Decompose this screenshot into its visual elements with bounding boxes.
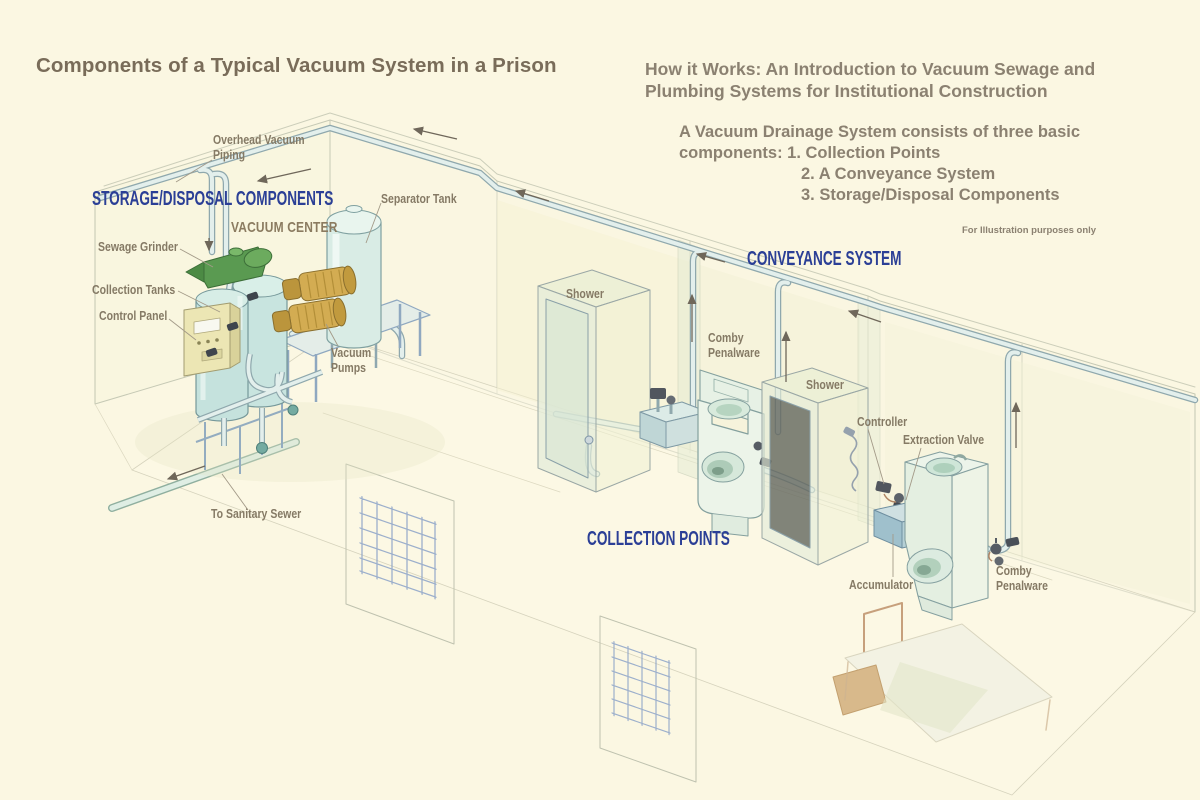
cell-door-1	[345, 463, 455, 645]
leader-separator-tank	[365, 202, 382, 244]
page-title: Components of a Typical Vacuum System in…	[36, 54, 557, 77]
leader-collection-tanks	[177, 290, 221, 313]
flow-arrow	[695, 252, 726, 263]
shower-stall-1	[537, 269, 651, 493]
label-sewage-grinder: Sewage Grinder	[98, 240, 178, 254]
label-control-panel: Control Panel	[99, 309, 168, 323]
label-extraction-valve: Extraction Valve	[903, 433, 985, 447]
comby-penalware-2-graphic	[904, 451, 989, 621]
intro-title-line1: How it Works: An Introduction to Vacuum …	[645, 59, 1096, 79]
equipment-shadow	[135, 402, 445, 482]
disclaimer-note: For Illustration purposes only	[962, 225, 1097, 236]
comby-1-valve	[753, 441, 763, 451]
leader-vacuum-pumps	[325, 323, 339, 347]
label-comby-penalware-2: Comby Penalware	[996, 564, 1048, 593]
intro-text: A Vacuum Drainage System consists of thr…	[679, 122, 1080, 206]
flow-arrow	[256, 168, 312, 184]
flow-arrow	[514, 189, 550, 202]
blanket	[880, 662, 988, 733]
label-to-sanitary-sewer: To Sanitary Sewer	[211, 507, 302, 521]
front-pipe-loops	[196, 353, 324, 454]
intro-line1: A Vacuum Drainage System consists of thr…	[679, 123, 1081, 141]
shower-stall-2	[761, 367, 869, 566]
label-comby-penalware-1: Comby Penalware	[708, 331, 760, 360]
section-label-collection-points: COLLECTION POINTS	[587, 528, 730, 550]
cell-door-2	[599, 615, 697, 783]
leader-controller	[867, 428, 885, 485]
label-overhead-vacuum-piping: Overhead Vacuum Piping	[213, 133, 305, 162]
shower-door-knob-1	[584, 435, 594, 445]
label-shower-1: Shower	[566, 287, 604, 301]
flow-arrow	[412, 126, 458, 140]
intro-line4: 3. Storage/Disposal Components	[801, 186, 1060, 204]
bed-legs	[844, 661, 1051, 731]
collection-fixtures	[537, 269, 1020, 621]
sewer-pipe-fill	[109, 439, 299, 511]
leader-sewage-grinder	[179, 248, 214, 268]
section-label-vacuum-center: VACUUM CENTER	[231, 219, 338, 236]
extraction-valve-1-graphic	[666, 395, 676, 405]
wall-top-outer-edge	[103, 112, 1196, 388]
comby-penalware-1-graphic	[697, 369, 772, 537]
intro-title-line2: Plumbing Systems for Institutional Const…	[645, 81, 1048, 101]
label-accumulator: Accumulator	[849, 578, 914, 592]
vacuum-center-equipment	[135, 205, 445, 482]
control-panel-graphic	[183, 302, 241, 377]
intro-title: How it Works: An Introduction to Vacuum …	[645, 58, 1095, 102]
label-separator-tank: Separator Tank	[381, 192, 457, 206]
intro-line3: 2. A Conveyance System	[801, 165, 996, 183]
section-label-conveyance-system: CONVEYANCE SYSTEM	[747, 248, 902, 270]
controller-1-graphic	[650, 388, 666, 399]
extraction-valves-2-graphic	[988, 537, 1020, 566]
leader-control-panel	[168, 318, 197, 341]
vacuum-pumps-graphic	[271, 265, 357, 334]
label-vacuum-pumps: Vacuum Pumps	[331, 346, 372, 375]
leader-extraction-valve	[905, 447, 922, 501]
label-controller: Controller	[857, 415, 908, 429]
intro-line2: components: 1. Collection Points	[679, 144, 941, 162]
sewer-valve	[256, 442, 268, 454]
sewer-valve-2	[287, 404, 299, 416]
shower-hose	[843, 426, 859, 492]
flow-arrow	[847, 309, 882, 323]
flow-arrow	[166, 465, 206, 481]
bed-frame	[863, 602, 903, 657]
skid-legs	[286, 304, 422, 402]
leader-overhead-piping	[175, 159, 213, 183]
flow-arrows	[166, 126, 1021, 481]
label-collection-tanks: Collection Tanks	[92, 283, 176, 297]
section-label-storage-disposal: STORAGE/DISPOSAL COMPONENTS	[92, 188, 334, 210]
label-shower-2: Shower	[806, 378, 844, 392]
leader-lines	[168, 159, 922, 577]
bed	[832, 602, 1053, 743]
leader-sanitary-sewer	[221, 473, 249, 511]
pipe-valves	[205, 291, 259, 357]
sewage-grinder-graphic	[185, 246, 273, 289]
